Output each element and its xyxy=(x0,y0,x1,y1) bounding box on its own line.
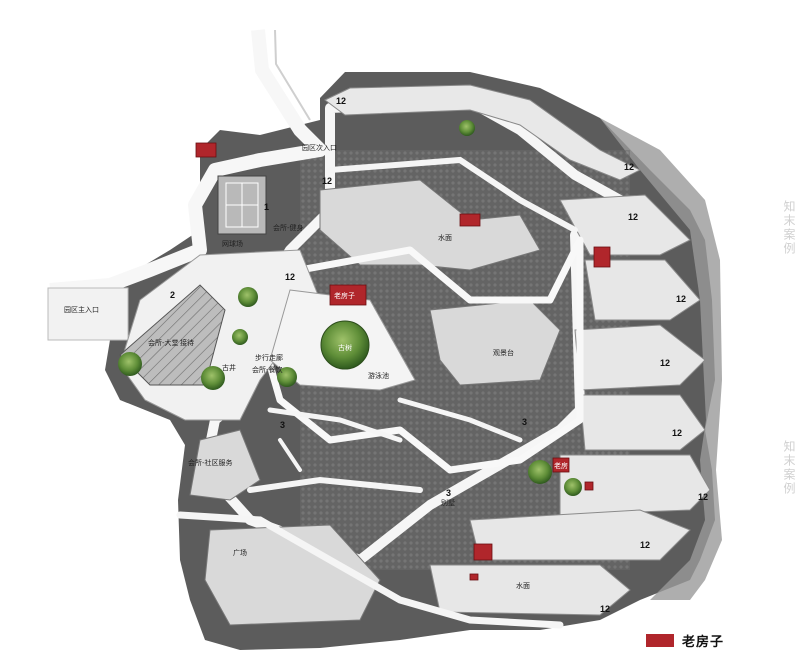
num-12-k: 12 xyxy=(600,604,610,614)
num-3-b: 3 xyxy=(522,417,527,427)
num-12-e: 12 xyxy=(628,212,638,222)
legend: 老房子 xyxy=(646,632,725,650)
num-1: 1 xyxy=(264,202,269,212)
label-tennis-court: 网球场 xyxy=(222,239,243,248)
label-club-dining: 会所-餐饮 xyxy=(252,365,283,374)
main-entry-road xyxy=(47,287,129,341)
num-12-a: 12 xyxy=(336,96,346,106)
num-12-b: 12 xyxy=(322,176,332,186)
old-houses xyxy=(195,142,611,581)
access-road-north xyxy=(49,29,327,297)
num-12-j: 12 xyxy=(640,540,650,550)
label-old-well: 古井 xyxy=(222,363,236,372)
internal-roads xyxy=(176,156,578,629)
label-landscape: 观景台 xyxy=(493,348,514,357)
num-3-c: 3 xyxy=(446,488,451,498)
inner-hexagon-road xyxy=(256,236,584,474)
label-main-entrance: 园区主入口 xyxy=(64,305,99,314)
label-old-house-right: 老房 xyxy=(554,461,568,470)
label-club-lobby: 会所-大堂 xyxy=(148,338,179,347)
num-2: 2 xyxy=(170,290,175,300)
label-walk-corridor: 步行走廊 xyxy=(255,353,283,362)
num-3-a: 3 xyxy=(280,420,285,430)
label-water-bottom: 水面 xyxy=(516,581,530,590)
label-villa: 别墅 xyxy=(441,498,455,507)
label-club-reception: 接待 xyxy=(180,338,194,347)
label-secondary-entrance: 园区次入口 xyxy=(302,143,337,152)
site-shadow-right xyxy=(600,118,722,600)
label-old-house-mid: 老房子 xyxy=(334,291,355,300)
num-12-g: 12 xyxy=(660,358,670,368)
label-pool: 游泳池 xyxy=(368,371,389,380)
label-old-tree: 古树 xyxy=(338,343,352,352)
num-12-f: 12 xyxy=(676,294,686,304)
label-water-top: 水面 xyxy=(438,233,452,242)
label-club-fitness: 会所-健身 xyxy=(273,223,304,232)
courtyard-blocks xyxy=(189,179,561,626)
access-road-north-edge xyxy=(274,29,311,121)
watermark-bottom: 知末案例 xyxy=(782,440,796,496)
label-plaza: 广场 xyxy=(233,548,247,557)
num-12-c: 12 xyxy=(285,272,295,282)
num-12-h: 12 xyxy=(672,428,682,438)
housing-row-north xyxy=(324,84,642,181)
watermark-top: 知末案例 xyxy=(782,200,796,256)
legend-old-house-swatch xyxy=(646,633,674,647)
club-hatched-roof xyxy=(119,284,226,386)
legend-old-house-label: 老房子 xyxy=(682,634,725,650)
label-club-community: 会所-社区服务 xyxy=(188,458,233,467)
num-12-i: 12 xyxy=(698,492,708,502)
trees xyxy=(118,120,582,496)
housing-blocks-right xyxy=(429,194,711,616)
num-12-d: 12 xyxy=(624,162,634,172)
